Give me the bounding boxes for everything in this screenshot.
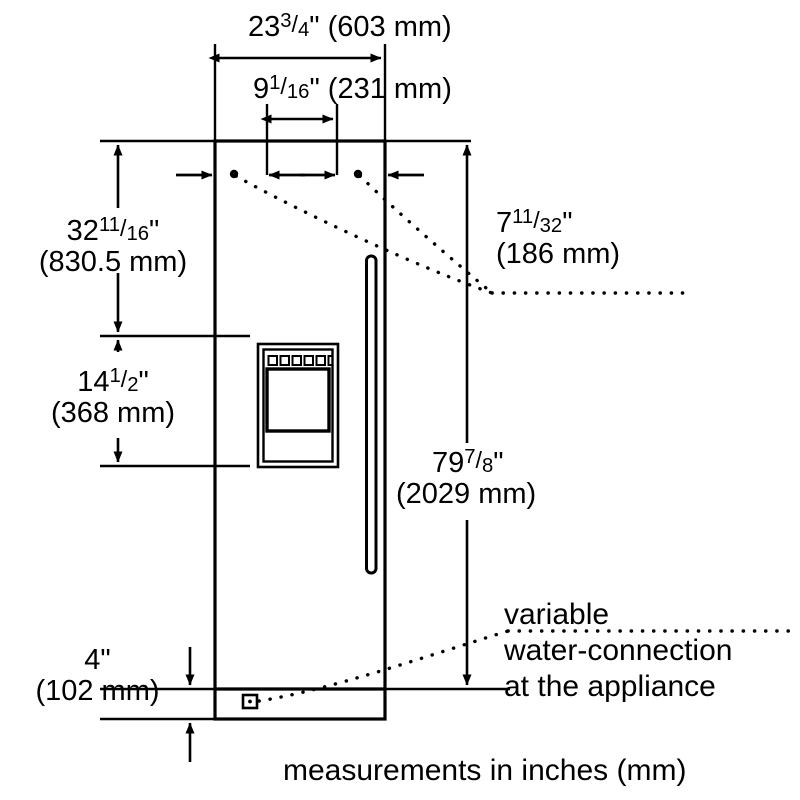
- dispenser-height-metric: (368 mm): [50, 396, 176, 429]
- upper-height-imperial: 3211/16": [66, 214, 160, 247]
- dispenser-height-denominator: 2: [127, 373, 139, 396]
- door-handle: [365, 254, 378, 575]
- overall-width-label: 233/4" (603 mm): [248, 10, 452, 43]
- dispenser-height-whole: 14: [77, 366, 110, 398]
- dispenser-offset-whole: 9: [253, 73, 270, 105]
- upper-height-numerator: 11: [98, 214, 120, 237]
- dispenser-offset-label: 91/16" (231 mm): [253, 72, 452, 105]
- overall-width-denominator: 4: [298, 18, 310, 41]
- handle-projection-numerator: 11: [512, 206, 534, 229]
- overall-height-numerator: 7: [464, 446, 476, 469]
- base-height-whole: 4: [84, 644, 101, 676]
- water-connection-note: variable water-connection at the applian…: [504, 597, 732, 705]
- handle-projection-denominator: 32: [539, 214, 563, 237]
- overall-width-dimension: [208, 44, 387, 141]
- dispenser-offset-denominator: 16: [286, 80, 310, 103]
- overall-height-dimension: [385, 139, 510, 691]
- water-connection-note-line3: at the appliance: [504, 670, 716, 703]
- water-connection-note-line2: water-connection: [504, 634, 733, 667]
- upper-height-unit: ": [149, 215, 160, 247]
- dispenser-height-imperial: 141/2": [77, 365, 149, 398]
- dispenser-height-label: 141/2" (368 mm): [18, 365, 208, 429]
- overall-height-whole: 79: [432, 447, 465, 479]
- base-height-imperial: 4": [10, 645, 185, 676]
- units-caption: measurements in inches (mm): [283, 754, 687, 787]
- dispenser-offset-numerator: 1: [269, 72, 281, 95]
- overall-width-unit: ": [309, 11, 320, 43]
- overall-height-unit: ": [493, 447, 504, 479]
- handle-projection-metric: (186 mm): [496, 237, 621, 270]
- water-connection-note-line1: variable: [504, 598, 610, 631]
- dispenser-height-numerator: 1: [109, 365, 121, 388]
- overall-height-metric: (2029 mm): [396, 477, 537, 510]
- hinge-leader-lines: [229, 169, 685, 295]
- upper-height-metric: (830.5 mm): [38, 245, 188, 278]
- overall-width-metric: (603 mm): [327, 11, 452, 43]
- handle-projection-imperial: 711/32": [496, 206, 573, 239]
- base-height-unit: ": [100, 644, 111, 676]
- appliance-cabinet-outline: [213, 139, 387, 721]
- base-height-metric: (102 mm): [35, 674, 160, 707]
- overall-height-denominator: 8: [482, 454, 494, 477]
- overall-height-label: 797/8" (2029 mm): [396, 446, 537, 510]
- dispenser-offset-unit: ": [309, 73, 320, 105]
- dispenser-offset-dimension: [260, 104, 339, 175]
- overall-width-numerator: 3: [280, 10, 292, 33]
- water-connection-symbol: [241, 693, 259, 710]
- dispenser-offset-metric: (231 mm): [327, 73, 452, 105]
- upper-height-denominator: 16: [126, 222, 150, 245]
- overall-height-imperial: 797/8": [432, 446, 504, 479]
- dispenser-height-unit: ": [138, 366, 149, 398]
- base-height-dimension: [100, 647, 215, 762]
- dispenser-height-dimension: [100, 339, 250, 468]
- dispenser-control-buttons: [267, 355, 334, 366]
- water-ice-dispenser: [256, 342, 340, 469]
- handle-projection-label: 711/32" (186 mm): [496, 206, 621, 270]
- handle-projection-whole: 7: [496, 207, 513, 239]
- handle-projection-unit: ": [562, 207, 573, 239]
- upper-height-label: 3211/16" (830.5 mm): [18, 214, 208, 278]
- overall-width-whole: 23: [248, 11, 281, 43]
- upper-height-whole: 32: [66, 215, 99, 247]
- upper-height-dimension: [100, 139, 250, 338]
- base-height-label: 4" (102 mm): [10, 645, 185, 706]
